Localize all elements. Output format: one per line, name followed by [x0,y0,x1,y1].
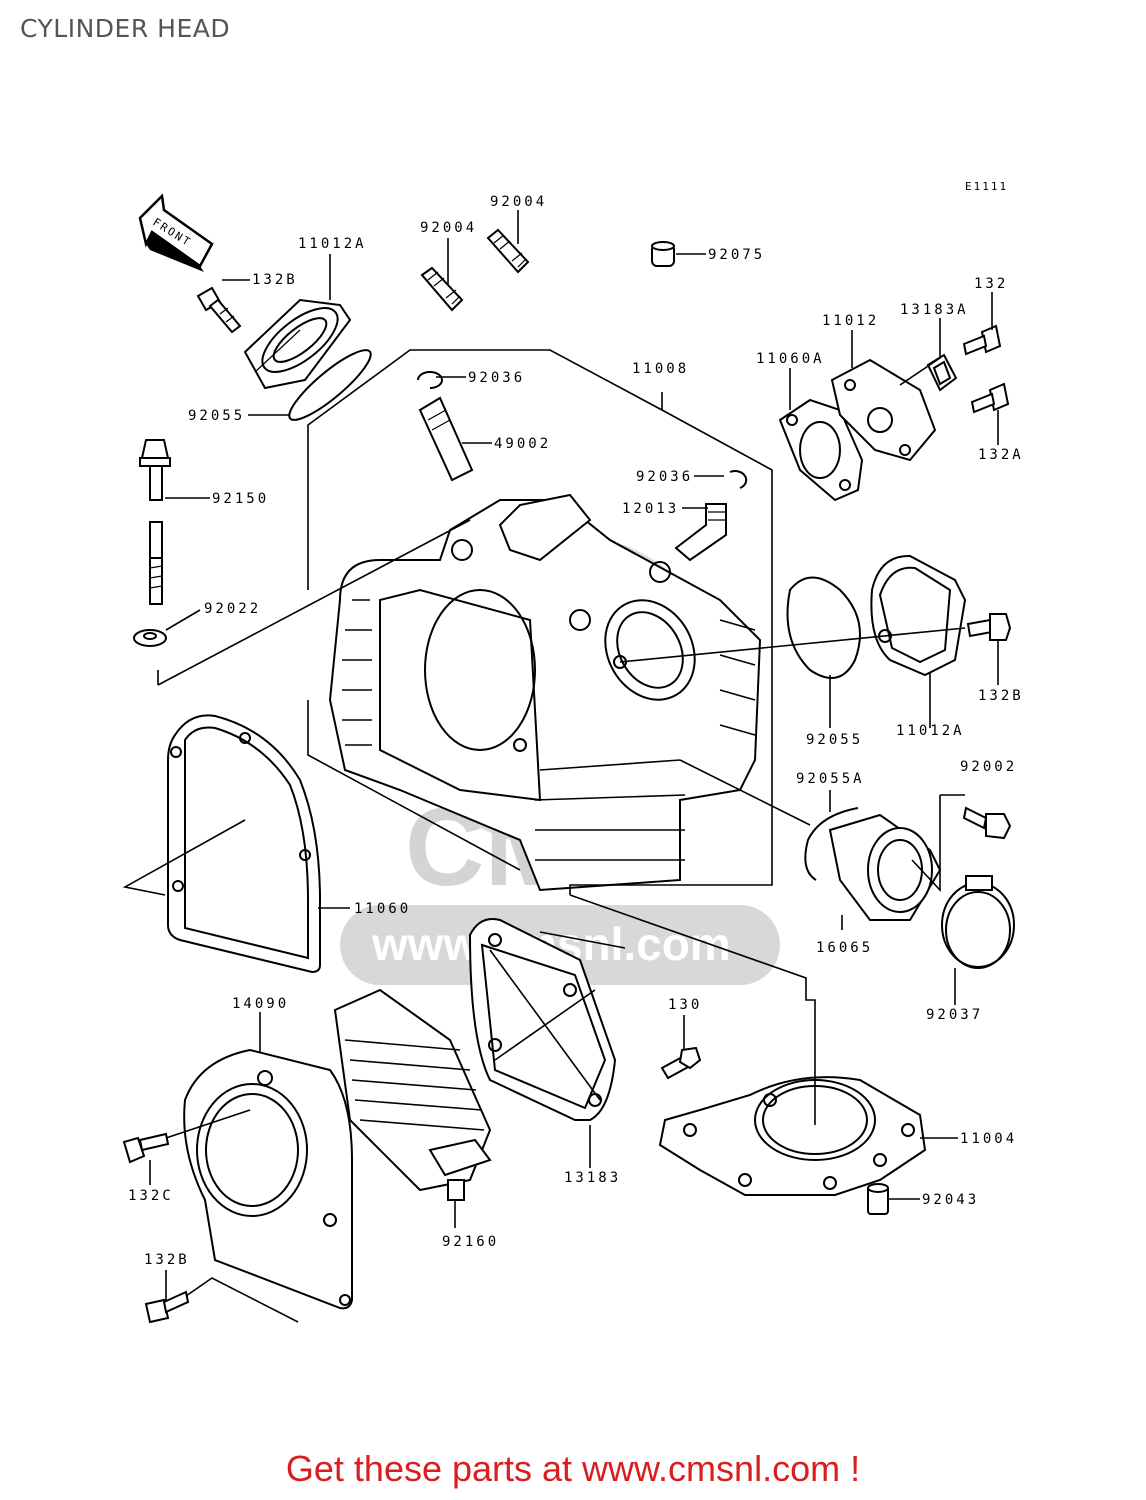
label-132B-right: 132B [978,688,1024,704]
stud-92004-right [486,228,530,274]
label-11008: 11008 [632,361,689,377]
bolt-132B-top [196,286,242,334]
label-132C: 132C [128,1188,174,1204]
label-92004a: 92004 [420,220,477,236]
label-14090: 14090 [232,996,289,1012]
exploded-parts-diagram: CMS www.cmsnl.com E1111 FRONT [122,180,1024,1324]
label-11012A-top: 11012A [298,236,367,252]
label-92043: 92043 [922,1192,979,1208]
gasket-11004 [658,1076,927,1196]
label-11012A-right: 11012A [896,723,965,739]
label-92160: 92160 [442,1234,499,1250]
label-11060: 11060 [354,901,411,917]
label-11060A: 11060A [756,351,825,367]
valve-guide-49002 [418,396,474,482]
label-92055A: 92055A [796,771,865,787]
o-ring-92055-left [288,349,372,421]
label-92075: 92075 [708,247,765,263]
label-132B-bottom: 132B [144,1252,190,1268]
bolt-92002 [962,806,1012,840]
label-92002: 92002 [960,759,1017,775]
label-92055-mid: 92055 [806,732,863,748]
valve-guide-12013 [674,503,727,562]
diagram-code: E1111 [965,180,1008,193]
front-arrow-icon: FRONT [138,193,214,272]
dowel-92043 [867,1183,889,1215]
circlip-92036-right [729,470,748,489]
holder-11012A-top [243,298,352,390]
gasket-11060 [167,714,321,974]
bolt-132B-right [966,613,1012,641]
cylinder-head-11008 [328,493,762,892]
cover-11012 [830,358,937,462]
washer-92022 [133,629,167,647]
stud-92004-left [420,266,464,312]
part-labels: 92004 92004 11012A 132B 92075 132 11012 … [128,194,1024,1268]
label-132B-top: 132B [252,272,298,288]
bolt-132B-bottom [144,1290,190,1324]
label-92004b: 92004 [490,194,547,210]
label-13183A: 13183A [900,302,969,318]
label-11012: 11012 [822,313,879,329]
label-92022: 92022 [204,601,261,617]
bolt-132A [970,382,1010,414]
page-title: CYLINDER HEAD [20,14,231,43]
ring-92055A [804,807,859,881]
gasket-13183A [926,353,958,392]
label-132A: 132A [978,447,1024,463]
bolt-132-top [962,324,1002,356]
holder-11012A-right [870,554,967,677]
gasket-13183 [468,918,617,1121]
promo-link[interactable]: Get these parts at www.cmsnl.com ! [285,1448,861,1489]
circlip-92036-top [417,371,443,389]
label-92036-right: 92036 [636,469,693,485]
regulator-92160 [333,988,492,1201]
label-16065: 16065 [816,940,873,956]
bolt-130 [660,1046,702,1080]
label-92150: 92150 [212,491,269,507]
bolt-92150 [139,439,171,605]
label-92055-left: 92055 [188,408,245,424]
cover-14090 [183,1048,353,1310]
o-ring-92055-mid [786,576,861,679]
bolt-132C [122,1132,170,1164]
dowel-92075 [651,241,675,267]
label-49002: 49002 [494,436,551,452]
leader-lines [122,210,999,1323]
gasket-11060A [778,398,864,502]
joint-16065 [828,813,942,921]
label-92037: 92037 [926,1007,983,1023]
label-130: 130 [668,997,702,1013]
clamp-92037 [941,875,1015,969]
label-92036-top: 92036 [468,370,525,386]
label-132-top: 132 [974,276,1008,292]
label-11004: 11004 [960,1131,1017,1147]
label-13183: 13183 [564,1170,621,1186]
label-12013: 12013 [622,501,679,517]
